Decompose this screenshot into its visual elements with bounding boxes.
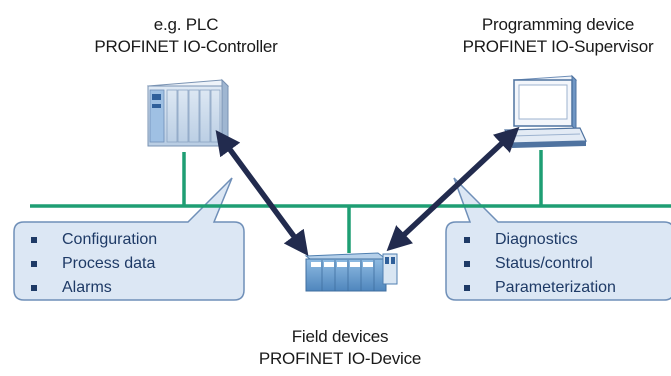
- controller-label: e.g. PLC PROFINET IO-Controller: [70, 14, 302, 58]
- list-item: Configuration: [31, 228, 157, 252]
- supervisor-label-line1: Programming device: [481, 15, 635, 34]
- bullet-icon: [464, 261, 470, 267]
- list-item-label: Diagnostics: [495, 231, 578, 248]
- io-device-rack-icon: [304, 252, 398, 292]
- controller-bubble-list: Configuration Process data Alarms: [31, 228, 157, 300]
- list-item-label: Parameterization: [495, 279, 616, 296]
- controller-label-line1: e.g. PLC: [153, 15, 219, 34]
- list-item: Process data: [31, 252, 157, 276]
- bus-network: [30, 150, 671, 253]
- list-item: Parameterization: [464, 276, 616, 300]
- bullet-icon: [31, 261, 37, 267]
- bullet-icon: [31, 237, 37, 243]
- supervisor-label: Programming device PROFINET IO-Superviso…: [438, 14, 671, 58]
- list-item: Status/control: [464, 252, 616, 276]
- list-item-label: Alarms: [62, 279, 112, 296]
- controller-label-line2: PROFINET IO-Controller: [94, 37, 278, 56]
- field-device-label-line2: PROFINET IO-Device: [258, 349, 422, 368]
- computer-icon: [504, 74, 587, 148]
- field-device-label: Field devices PROFINET IO-Device: [235, 326, 445, 370]
- list-item-label: Configuration: [62, 231, 158, 248]
- field-device-label-line1: Field devices: [291, 327, 389, 346]
- plc-rack-icon: [146, 78, 230, 151]
- list-item-label: Status/control: [495, 255, 593, 272]
- controller-device-arrow: [215, 130, 309, 256]
- supervisor-bubble-list: Diagnostics Status/control Parameterizat…: [464, 228, 616, 300]
- list-item-label: Process data: [62, 255, 156, 272]
- list-item: Diagnostics: [464, 228, 616, 252]
- bullet-icon: [464, 237, 470, 243]
- supervisor-device-arrow: [386, 126, 520, 252]
- bullet-icon: [464, 285, 470, 291]
- bullet-icon: [31, 285, 37, 291]
- supervisor-label-line2: PROFINET IO-Supervisor: [462, 37, 654, 56]
- list-item: Alarms: [31, 276, 157, 300]
